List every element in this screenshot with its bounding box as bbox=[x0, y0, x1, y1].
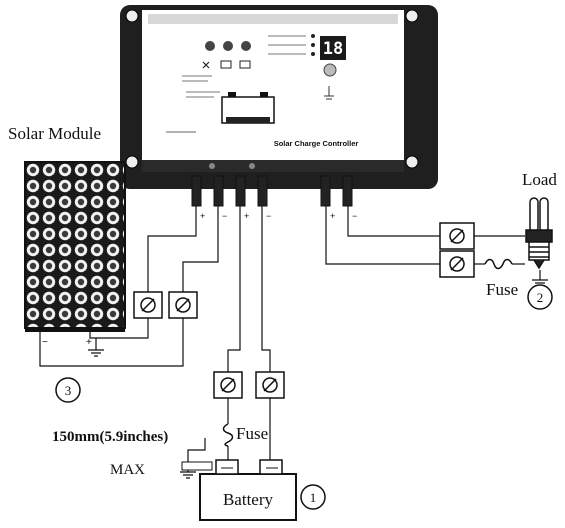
breaker-icon bbox=[133, 291, 163, 319]
module-sign-minus: − bbox=[42, 337, 48, 348]
status-led-2 bbox=[223, 41, 233, 51]
sign-load-plus: + bbox=[330, 211, 335, 221]
distance-label: 150mm(5.9inches) bbox=[52, 429, 169, 445]
status-led-1 bbox=[205, 41, 215, 51]
controller-display-value: 18 bbox=[323, 39, 343, 59]
wiring bbox=[39, 206, 541, 472]
sign-pv-minus: − bbox=[222, 211, 227, 221]
module-sign-plus: + bbox=[86, 337, 92, 348]
battery-terminal-plus bbox=[215, 459, 239, 475]
controller-faceplate bbox=[142, 10, 404, 160]
battery-terminal-minus bbox=[259, 459, 283, 475]
breaker-icon bbox=[439, 222, 475, 250]
settings-dot-1 bbox=[311, 34, 315, 38]
wire-load-plus bbox=[325, 206, 440, 265]
settings-dot-2 bbox=[311, 43, 315, 47]
mount-hole-top-left bbox=[125, 9, 139, 23]
battery-ground-label-box bbox=[181, 461, 213, 471]
faceplate-battery-term-right bbox=[260, 92, 268, 97]
load-label: Load bbox=[522, 170, 557, 189]
terminal-marker-panel bbox=[209, 163, 215, 169]
sign-pv-plus: + bbox=[200, 211, 205, 221]
ground-icon bbox=[88, 349, 104, 357]
terminal-marker-battery bbox=[249, 163, 255, 169]
battery: Battery bbox=[181, 459, 297, 521]
load-fuse-label: Fuse bbox=[486, 280, 519, 299]
wire-pv-plus bbox=[147, 206, 197, 292]
wire-pv-plus-to-module bbox=[89, 318, 149, 339]
status-led-3 bbox=[241, 41, 251, 51]
breaker-icon bbox=[439, 250, 475, 278]
solar-module-cells bbox=[24, 161, 126, 329]
settings-dot-3 bbox=[311, 52, 315, 56]
fuse-icon bbox=[222, 423, 234, 447]
fuse-icon bbox=[484, 258, 513, 270]
controller-display bbox=[320, 36, 346, 60]
solar-module bbox=[24, 161, 126, 332]
mount-hole-top-right bbox=[405, 9, 419, 23]
wire-pv-minus-to-module bbox=[39, 318, 184, 367]
step-number-load: 2 bbox=[537, 290, 544, 305]
faceplate-battery-term-left bbox=[228, 92, 236, 97]
terminal-pv-minus bbox=[213, 175, 224, 207]
cfl-bulb-icon bbox=[525, 197, 553, 270]
solar-module-frame-bottom bbox=[25, 328, 125, 332]
faceplate-battery-base bbox=[226, 117, 270, 123]
step-number-module: 3 bbox=[65, 383, 72, 398]
step-number-battery: 1 bbox=[310, 490, 317, 505]
battery-body bbox=[199, 473, 297, 521]
wire-battery-ground bbox=[187, 438, 206, 472]
breaker-icon bbox=[168, 291, 198, 319]
battery-symbol-icon bbox=[220, 60, 232, 69]
breaker-icon bbox=[213, 371, 243, 399]
breakers bbox=[133, 222, 475, 399]
faceplate-ground-symbol-icon bbox=[324, 86, 334, 100]
solar-charge-controller: 18 Solar Charge Controller bbox=[120, 5, 438, 189]
step-marker-module: 3 bbox=[55, 377, 81, 403]
mount-hole-bottom-left bbox=[125, 155, 139, 169]
ground-icon bbox=[180, 471, 196, 479]
controller-bottom-strip bbox=[142, 160, 404, 172]
load-symbol-icon bbox=[239, 60, 251, 69]
step-marker-load: 2 bbox=[527, 284, 553, 310]
solar-module-label: Solar Module bbox=[8, 124, 102, 143]
terminal-bat-plus bbox=[235, 175, 246, 207]
battery-fuse-label: Fuse bbox=[236, 424, 269, 443]
wire-pv-minus bbox=[182, 206, 219, 292]
terminal-bat-minus bbox=[257, 175, 268, 207]
controller-header-strip bbox=[148, 14, 398, 24]
faceplate-fine-print bbox=[182, 75, 220, 98]
terminal-signs: + − + − + − bbox=[200, 211, 357, 221]
panel-symbol-icon bbox=[202, 61, 210, 69]
sign-load-minus: − bbox=[352, 211, 357, 221]
sign-bat-minus: − bbox=[266, 211, 271, 221]
terminal-load-plus bbox=[320, 175, 331, 207]
battery-label: Battery bbox=[223, 490, 274, 509]
breaker-icon bbox=[255, 371, 285, 399]
wire-load-minus bbox=[347, 206, 440, 237]
mount-hole-bottom-right bbox=[405, 155, 419, 169]
setting-button bbox=[323, 63, 337, 77]
wire-bat-minus bbox=[261, 206, 271, 372]
terminal-pv-plus bbox=[191, 175, 202, 207]
wire-bat-plus bbox=[227, 206, 241, 372]
settings-text-lines bbox=[268, 35, 306, 55]
controller-title: Solar Charge Controller bbox=[274, 139, 359, 148]
step-marker-battery: 1 bbox=[300, 484, 326, 510]
terminal-load-minus bbox=[342, 175, 353, 207]
max-label: MAX bbox=[110, 462, 146, 478]
sign-bat-plus: + bbox=[244, 211, 249, 221]
